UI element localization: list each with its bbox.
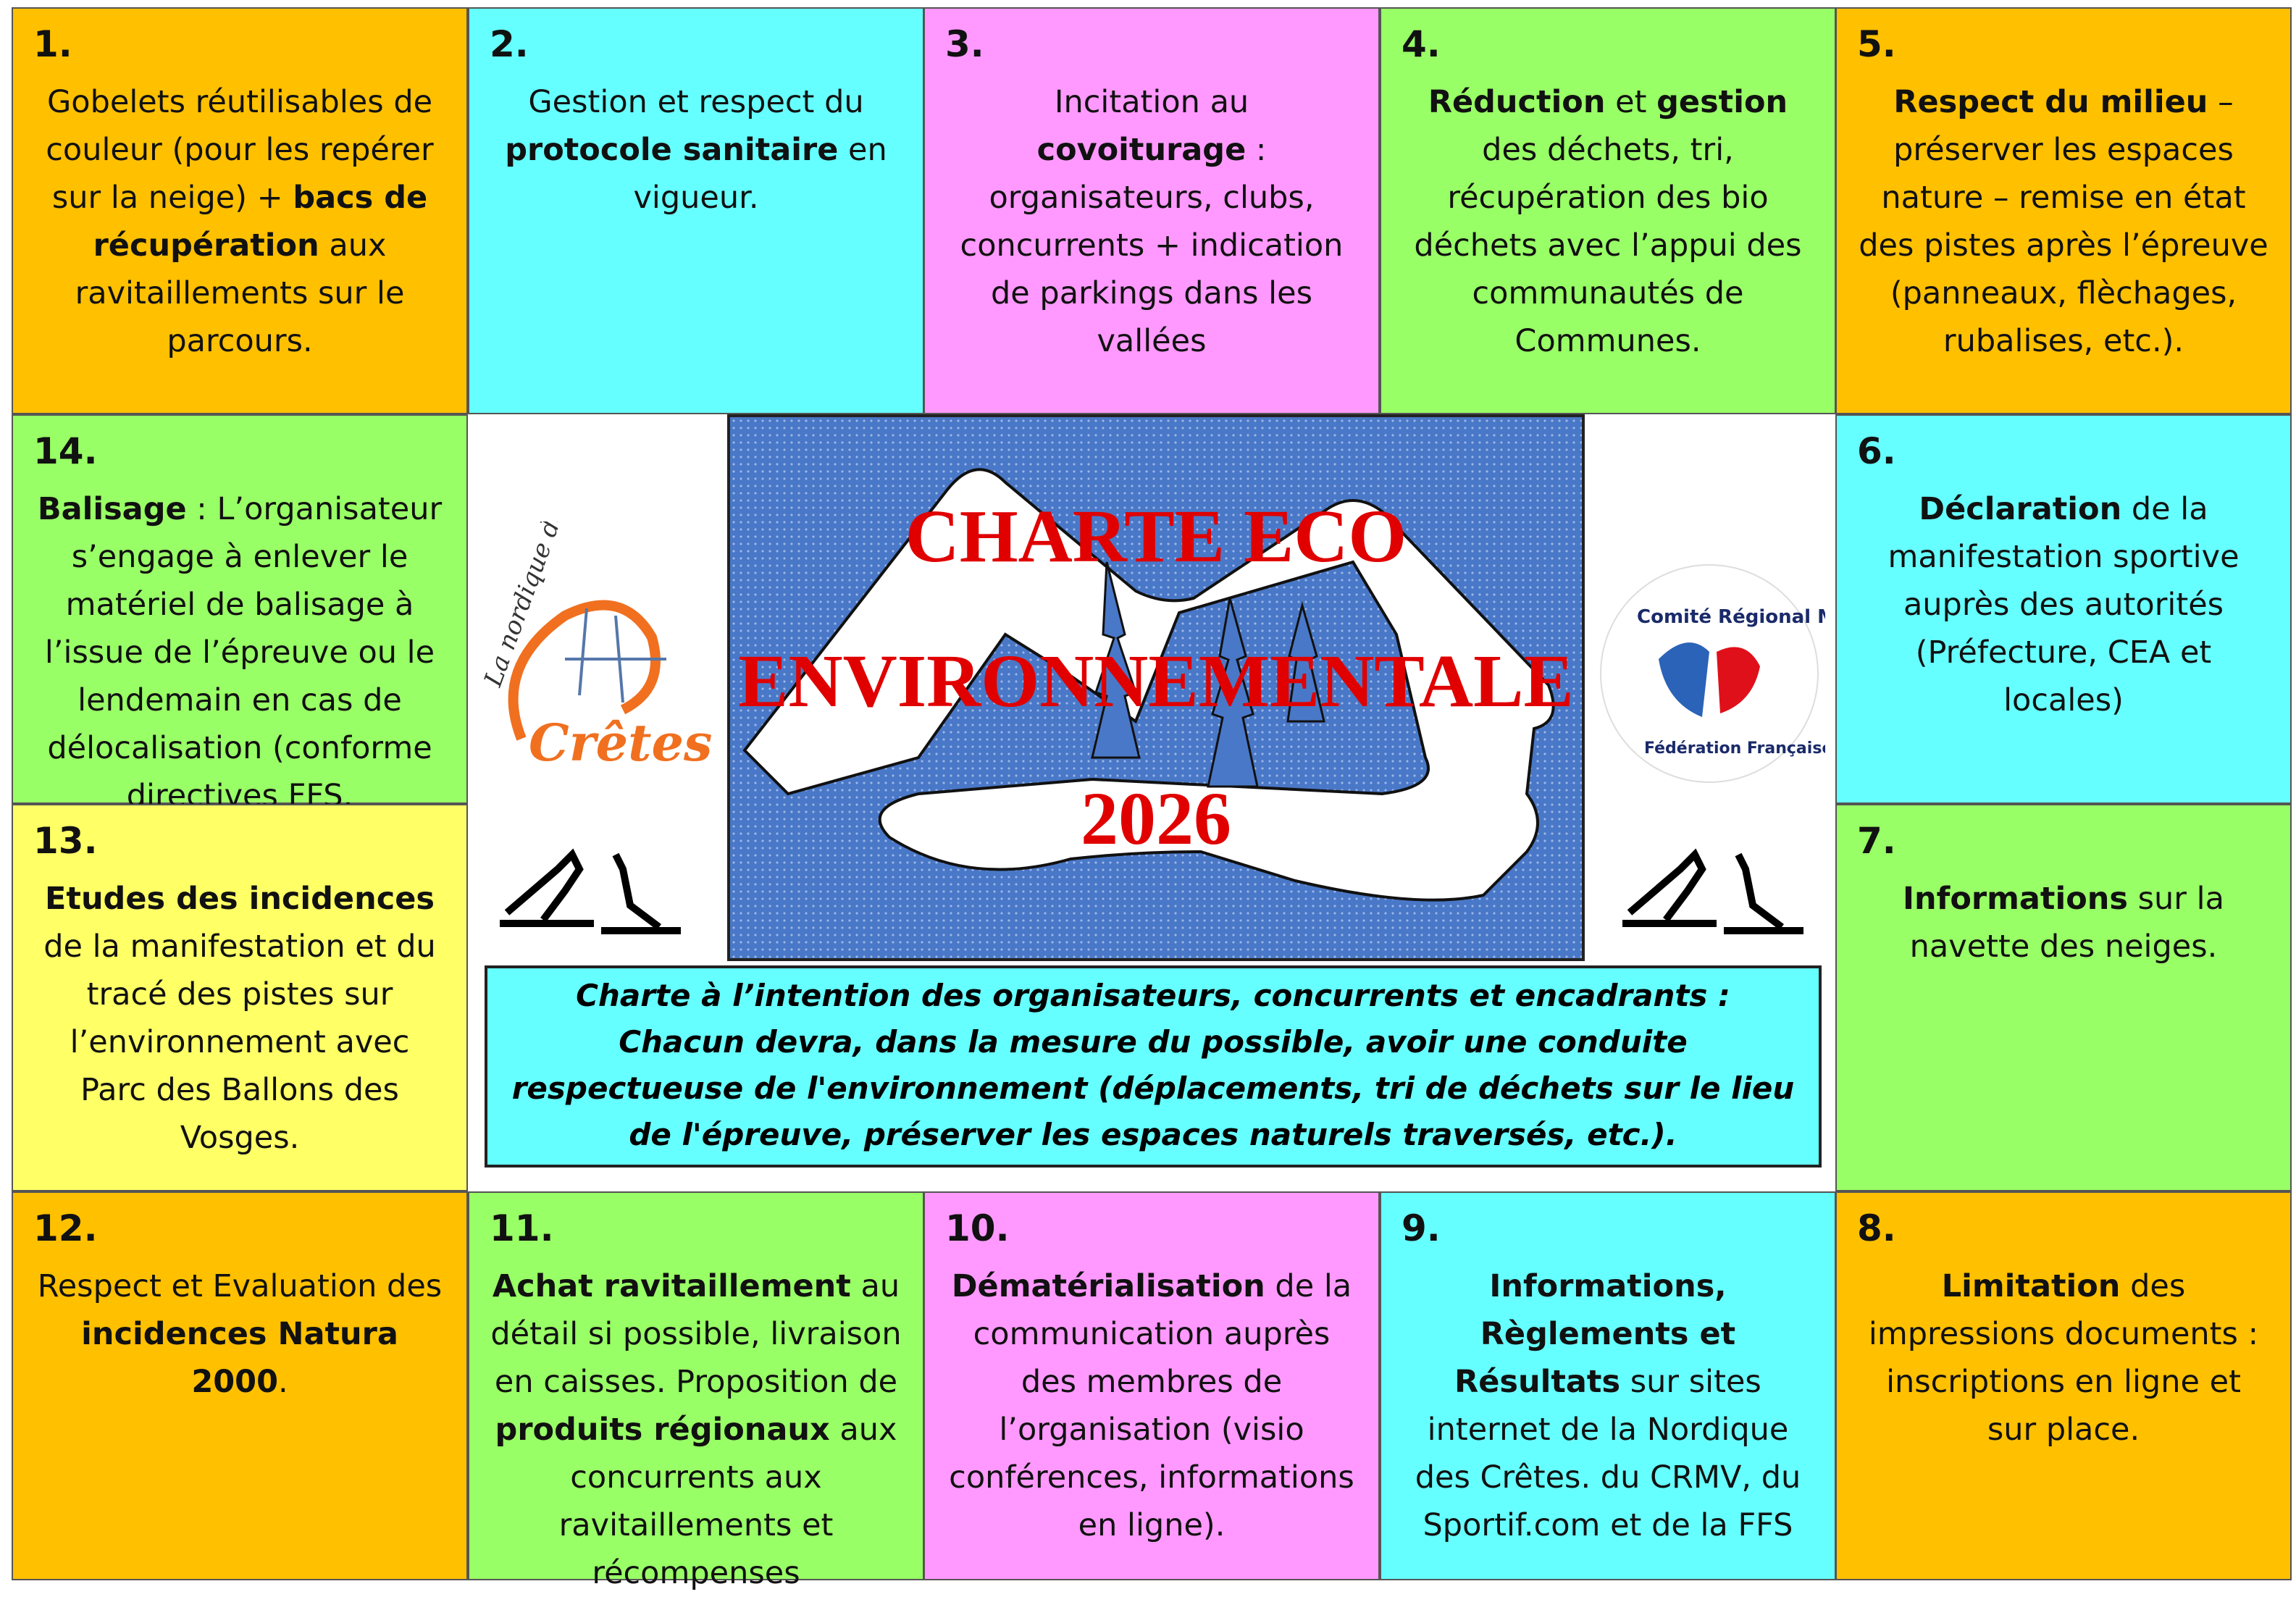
commitment-cell-2: 2. Gestion et respect du protocole sanita… — [468, 7, 924, 414]
commitment-text-segment: en vigueur. — [633, 132, 887, 216]
commitment-cell-12: 12. Respect et Evaluation des incidences … — [12, 1191, 468, 1580]
commitment-text-bold: protocole sanitaire — [505, 132, 839, 168]
commitment-number: 3. — [945, 23, 984, 65]
commitment-text-segment: sur la navette des neiges. — [1909, 881, 2224, 965]
commitment-number: 1. — [33, 23, 72, 65]
mountain-illustration — [742, 468, 1555, 902]
commitment-text-segment: des impressions documents : inscriptions… — [1868, 1268, 2259, 1448]
skiers-left-icon — [493, 840, 695, 934]
commitment-number: 10. — [945, 1207, 1010, 1249]
commitment-text: Respect du milieu – préserver les espace… — [1857, 78, 2270, 365]
charter-statement: Charte à l’intention des organisateurs, … — [485, 965, 1822, 1168]
commitment-text-bold: Etudes des incidences — [45, 881, 435, 917]
crmv-ffs-logo: Comité Régional Massif des Vosges Fédéra… — [1593, 558, 2011, 789]
commitment-cell-6: 6. Déclaration de la manifestation sporti… — [1835, 414, 2292, 804]
commitment-text-bold: Respect du milieu — [1893, 84, 2208, 120]
commitment-cell-4: 4. Réduction et gestion des déchets, tri,… — [1380, 7, 1836, 414]
commitment-text-segment: aux concurrents aux ravitaillements et r… — [558, 1412, 897, 1591]
commitment-number: 5. — [1857, 23, 1896, 65]
commitment-number: 9. — [1402, 1207, 1441, 1249]
commitment-text: Incitation au covoiturage : organisateur… — [945, 78, 1358, 365]
commitment-text-segment: aux ravitaillements sur le parcours. — [75, 227, 405, 359]
commitment-text-segment: : organisateurs, clubs, concurrents + in… — [960, 132, 1344, 359]
commitment-cell-7: 7.Informations sur la navette des neiges… — [1835, 804, 2292, 1191]
commitment-text-segment: Gobelets réutilisables de couleur (pour … — [46, 84, 434, 216]
commitment-text: Gestion et respect du protocole sanitair… — [490, 78, 902, 222]
commitment-number: 13. — [33, 820, 98, 862]
hero-title-line1: CHARTE ECO — [905, 495, 1407, 578]
hero-banner: CHARTE ECO ENVIRONNEMENTALE 2026 — [727, 414, 1585, 961]
commitment-text-bold: incidences Natura 2000 — [81, 1316, 398, 1400]
commitment-cell-1: 1. Gobelets réutilisables de couleur (pou… — [12, 7, 468, 414]
commitment-text-bold: Achat ravitaillement — [492, 1268, 851, 1304]
commitment-cell-5: 5. Respect du milieu – préserver les espa… — [1835, 7, 2292, 414]
commitment-text: Dématérialisation de la communication au… — [945, 1262, 1358, 1549]
commitment-cell-14: 14. Balisage : L’organisateur s’engage à … — [12, 414, 468, 814]
commitment-text-bold: Limitation — [1941, 1268, 2121, 1304]
commitment-text-segment: . — [278, 1364, 288, 1400]
skiers-right-icon — [1615, 840, 1818, 934]
commitment-cell-8: 8. Limitation des impressions documents :… — [1835, 1191, 2292, 1580]
svg-text:Crêtes: Crêtes — [529, 713, 712, 773]
commitment-cell-11: 11. Achat ravitaillement au détail si pos… — [468, 1191, 924, 1591]
commitment-number: 6. — [1857, 430, 1896, 472]
commitment-text-bold: Balisage — [37, 491, 187, 527]
commitment-text-segment: sur sites internet de la Nordique des Cr… — [1415, 1364, 1801, 1543]
commitment-text-bold: produits régionaux — [495, 1412, 830, 1448]
commitment-text-segment: des déchets, tri, récupération des bio d… — [1414, 132, 1802, 359]
charter-body: Chacun devra, dans la mesure du possible… — [511, 1024, 1795, 1152]
commitment-cell-13: 13. Etudes des incidences de la manifesta… — [12, 804, 468, 1191]
commitment-text-bold: Informations, Règlements et Résultats — [1454, 1268, 1736, 1400]
commitment-text-segment: et — [1605, 84, 1657, 120]
nordique-des-cretes-logo: Crêtes La nordique des — [478, 490, 717, 775]
commitment-text: Balisage : L’organisateur s’engage à enl… — [33, 485, 446, 820]
svg-text:La nordique des: La nordique des — [479, 521, 575, 691]
commitment-text: Limitation des impressions documents : i… — [1857, 1262, 2270, 1454]
commitment-number: 2. — [490, 23, 529, 65]
commitment-cell-3: 3. Incitation au covoiturage : organisate… — [923, 7, 1380, 414]
commitment-text: Gobelets réutilisables de couleur (pour … — [33, 78, 446, 365]
commitment-text-bold: covoiturage — [1036, 132, 1247, 168]
svg-text:Comité Régional Massif des Vos: Comité Régional Massif des Vosges — [1637, 606, 1825, 628]
commitment-number: 11. — [490, 1207, 554, 1249]
commitment-cell-10: 10. Dématérialisation de la communication… — [923, 1191, 1380, 1580]
commitment-text-bold: Réduction — [1428, 84, 1606, 120]
commitment-text-segment: de la communication auprès des membres d… — [949, 1268, 1354, 1543]
commitment-text-bold: Dématérialisation — [951, 1268, 1265, 1304]
hero-title-line2: ENVIRONNEMENTALE — [738, 640, 1574, 723]
commitment-number: 14. — [33, 430, 98, 472]
commitment-text-bold: bacs de récupération — [93, 180, 428, 264]
commitment-number: 12. — [33, 1207, 98, 1249]
commitment-number: 7. — [1857, 820, 1896, 862]
commitment-text: Déclaration de la manifestation sportive… — [1857, 485, 2270, 724]
charter-intro: Charte à l’intention des organisateurs, … — [576, 978, 1730, 1013]
commitment-text-segment: – préserver les espaces nature – remise … — [1859, 84, 2268, 359]
hero-year: 2026 — [1081, 777, 1231, 860]
commitment-number: 8. — [1857, 1207, 1896, 1249]
commitment-text-bold: Déclaration — [1919, 491, 2122, 527]
commitment-cell-9: 9. Informations, Règlements et Résultats … — [1380, 1191, 1836, 1580]
commitment-text-segment: Respect et Evaluation des — [37, 1268, 443, 1304]
commitment-text-segment: de la manifestation et du tracé des pist… — [43, 929, 436, 1156]
commitment-text: Réduction et gestion des déchets, tri, r… — [1402, 78, 1814, 365]
commitment-text-segment: de la manifestation sportive auprès des … — [1888, 491, 2240, 718]
commitment-text-segment: Gestion et respect du — [528, 84, 864, 120]
commitment-text-segment: au détail si possible, livraison en cais… — [490, 1268, 902, 1400]
commitment-text: Informations sur la navette des neiges. — [1857, 875, 2270, 971]
svg-text:Fédération Française de Ski: Fédération Française de Ski — [1644, 739, 1825, 758]
commitment-text-bold: Informations — [1903, 881, 2128, 917]
commitment-text: Respect et Evaluation des incidences Nat… — [33, 1262, 446, 1406]
commitment-text: Informations, Règlements et Résultats su… — [1402, 1262, 1814, 1549]
commitment-text-segment: : L’organisateur s’engage à enlever le m… — [44, 491, 443, 814]
commitment-text: Achat ravitaillement au détail si possib… — [490, 1262, 902, 1597]
commitment-text-segment: Incitation au — [1054, 84, 1249, 120]
commitment-text-bold: gestion — [1656, 84, 1788, 120]
commitment-number: 4. — [1402, 23, 1441, 65]
commitment-text: Etudes des incidences de la manifestatio… — [33, 875, 446, 1162]
